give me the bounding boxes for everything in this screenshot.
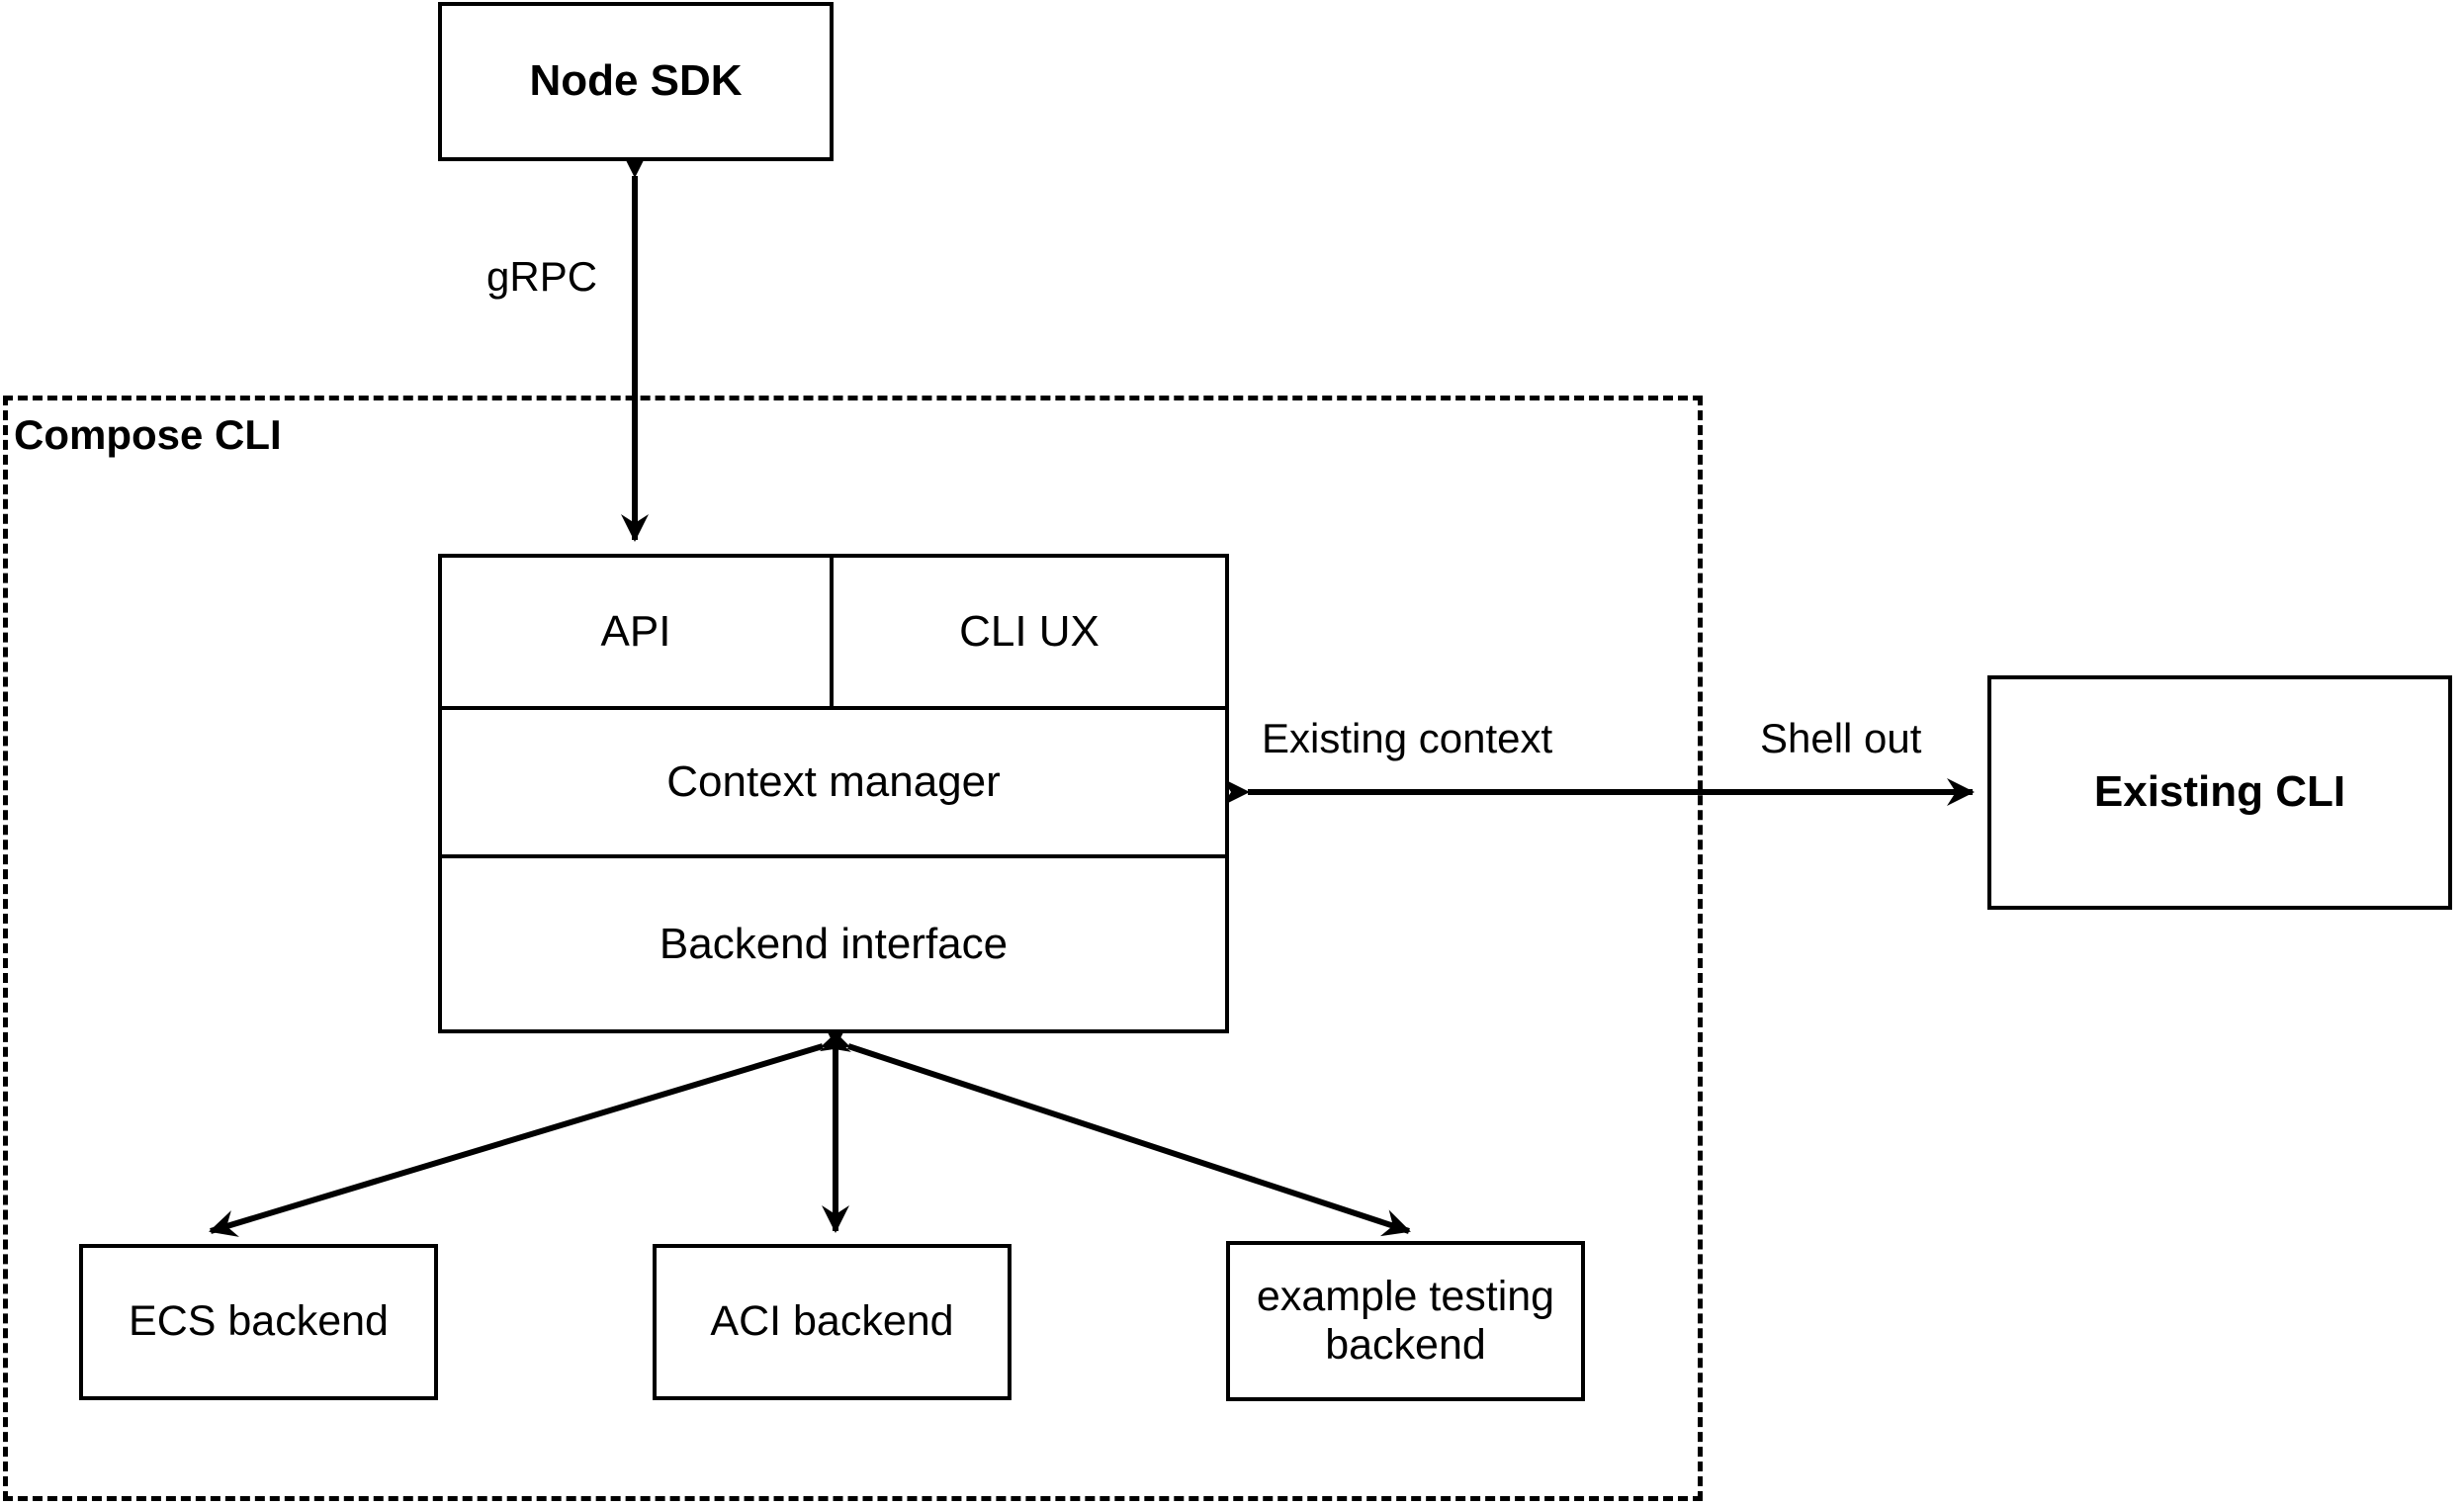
- ecs-backend-label: ECS backend: [129, 1297, 389, 1346]
- cli-ux-label: CLI UX: [959, 607, 1100, 656]
- example-testing-backend-label: example testing backend: [1256, 1272, 1555, 1369]
- grpc-edge-label: gRPC: [486, 253, 598, 300]
- api-cli-ux-row: API CLI UX: [442, 558, 1225, 710]
- backend-interface-label: Backend interface: [659, 919, 1009, 968]
- context-manager-label: Context manager: [666, 757, 1001, 806]
- existing-cli-box[interactable]: Existing CLI: [1987, 675, 2452, 910]
- cli-ux-cell[interactable]: CLI UX: [834, 558, 1225, 706]
- backend-interface-cell[interactable]: Backend interface: [442, 858, 1225, 1029]
- ecs-backend-box[interactable]: ECS backend: [79, 1244, 438, 1400]
- api-label: API: [600, 607, 671, 656]
- aci-backend-box[interactable]: ACI backend: [653, 1244, 1012, 1400]
- existing-context-edge-label: Existing context: [1262, 715, 1553, 761]
- node-sdk-label: Node SDK: [529, 56, 743, 106]
- api-cell[interactable]: API: [442, 558, 834, 706]
- aci-backend-label: ACI backend: [710, 1297, 954, 1346]
- existing-cli-label: Existing CLI: [2093, 767, 2346, 817]
- shell-out-edge-label: Shell out: [1760, 715, 1922, 761]
- context-manager-cell[interactable]: Context manager: [442, 710, 1225, 858]
- compose-cli-stack: API CLI UX Context manager Backend inter…: [438, 554, 1229, 1033]
- example-testing-backend-box[interactable]: example testing backend: [1226, 1241, 1585, 1401]
- edge-backend-to-ecs: [209, 1025, 851, 1237]
- node-sdk-box[interactable]: Node SDK: [438, 2, 834, 161]
- compose-cli-group-label: Compose CLI: [14, 411, 282, 458]
- edge-backend-to-example: [819, 1024, 1411, 1237]
